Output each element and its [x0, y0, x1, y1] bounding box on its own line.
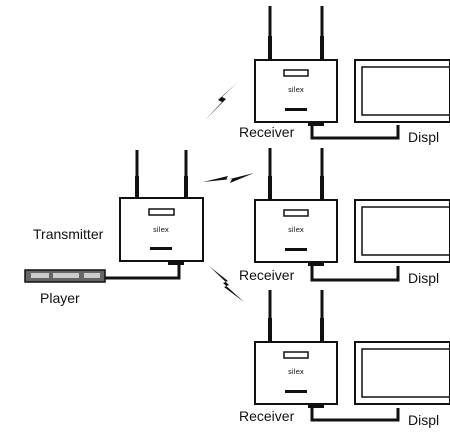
receiver-1-cable — [312, 125, 398, 138]
media-player-icon — [25, 270, 105, 282]
display-label-1: Displ — [408, 130, 439, 144]
display-label-3: Displ — [408, 413, 439, 427]
monitor-icon — [355, 200, 450, 262]
lightning-bolt-icon — [203, 173, 254, 183]
monitor-icon — [355, 342, 450, 404]
receiver-brand: silex — [288, 226, 304, 234]
transmitter-connector — [168, 261, 184, 265]
transmitter-label: Transmitter — [33, 227, 103, 241]
monitor-icon — [355, 60, 450, 122]
display-label-2: Displ — [408, 271, 439, 285]
player-label: Player — [40, 291, 80, 305]
antenna-icon — [268, 148, 324, 200]
receiver-brand: silex — [288, 86, 304, 94]
player-cable — [105, 264, 179, 278]
receiver-label-2: Receiver — [239, 268, 294, 282]
receiver-3-cable — [312, 408, 398, 420]
receiver-unit-1: silex — [255, 6, 337, 126]
receiver-label-1: Receiver — [239, 125, 294, 139]
transmitter-brand: silex — [153, 226, 169, 234]
transmitter-unit: silex — [120, 150, 203, 265]
antenna-icon — [135, 150, 188, 200]
lightning-bolt-icon — [205, 82, 238, 120]
receiver-2-cable — [312, 266, 398, 280]
antenna-icon — [268, 6, 324, 60]
receiver-brand: silex — [288, 368, 304, 376]
receiver-unit-2: silex — [255, 148, 337, 266]
antenna-icon — [268, 290, 324, 342]
receiver-label-3: Receiver — [239, 409, 294, 423]
receiver-unit-3: silex — [255, 290, 337, 408]
transmitter-led — [150, 247, 172, 250]
